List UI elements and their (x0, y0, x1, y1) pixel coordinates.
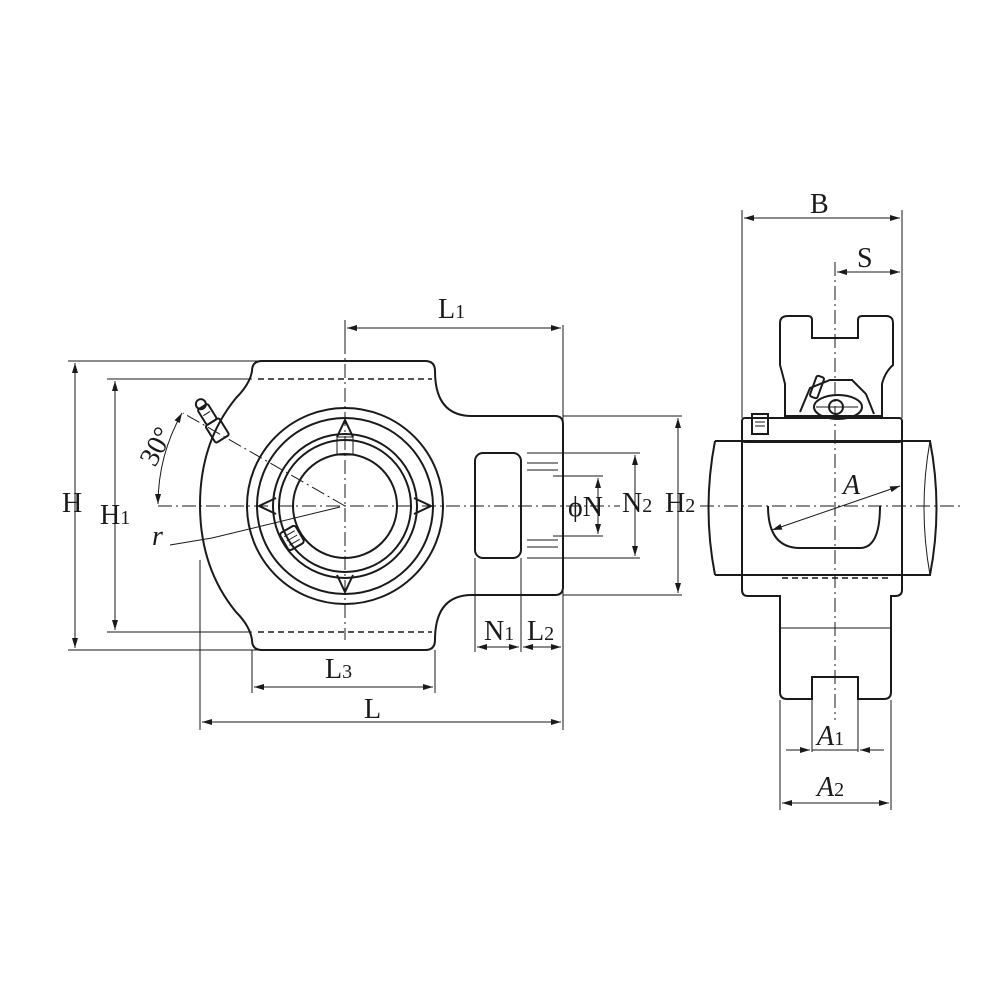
r-leader (169, 506, 341, 546)
label-phiN: ϕN (568, 492, 603, 523)
shaft-left-end (707, 440, 716, 576)
side-dimensions: B S A1 A2 (741, 189, 903, 810)
label-B: B (810, 189, 829, 220)
side-bore-pocket (767, 505, 881, 550)
label-H: H (62, 488, 82, 519)
front-dimensions: H H1 H2 N2 ϕN L1 L3 L N1 L2 r 30° (62, 294, 695, 730)
side-set-screw (751, 413, 769, 435)
label-angle: 30° (134, 422, 180, 471)
label-A2: A2 (815, 772, 844, 803)
label-L1: L1 (438, 294, 465, 325)
label-A: A (841, 470, 861, 501)
label-N2: N2 (622, 488, 652, 519)
front-view (155, 340, 620, 651)
label-L2: L2 (527, 616, 554, 647)
housing-outline (198, 360, 564, 651)
side-housing-upper (779, 315, 894, 417)
label-N1: N1 (484, 616, 514, 647)
label-r: r (152, 521, 163, 552)
label-H1: H1 (100, 500, 130, 531)
shaft-right-break (923, 440, 931, 576)
side-bearing-collar (741, 417, 903, 443)
grease-nipple (194, 398, 230, 444)
label-H2: H2 (665, 488, 695, 519)
set-screw (279, 524, 305, 552)
label-S: S (857, 243, 873, 274)
side-view: A (700, 262, 960, 720)
label-A1: A1 (815, 721, 844, 752)
label-L3: L3 (325, 654, 352, 685)
side-housing-lower (741, 442, 903, 700)
label-L: L (364, 694, 381, 725)
side-grease-nipple (799, 374, 875, 420)
shaft-outline (715, 440, 938, 576)
angle-reference-line (182, 412, 346, 507)
angle-arc (155, 412, 183, 505)
dim-A (771, 485, 901, 531)
